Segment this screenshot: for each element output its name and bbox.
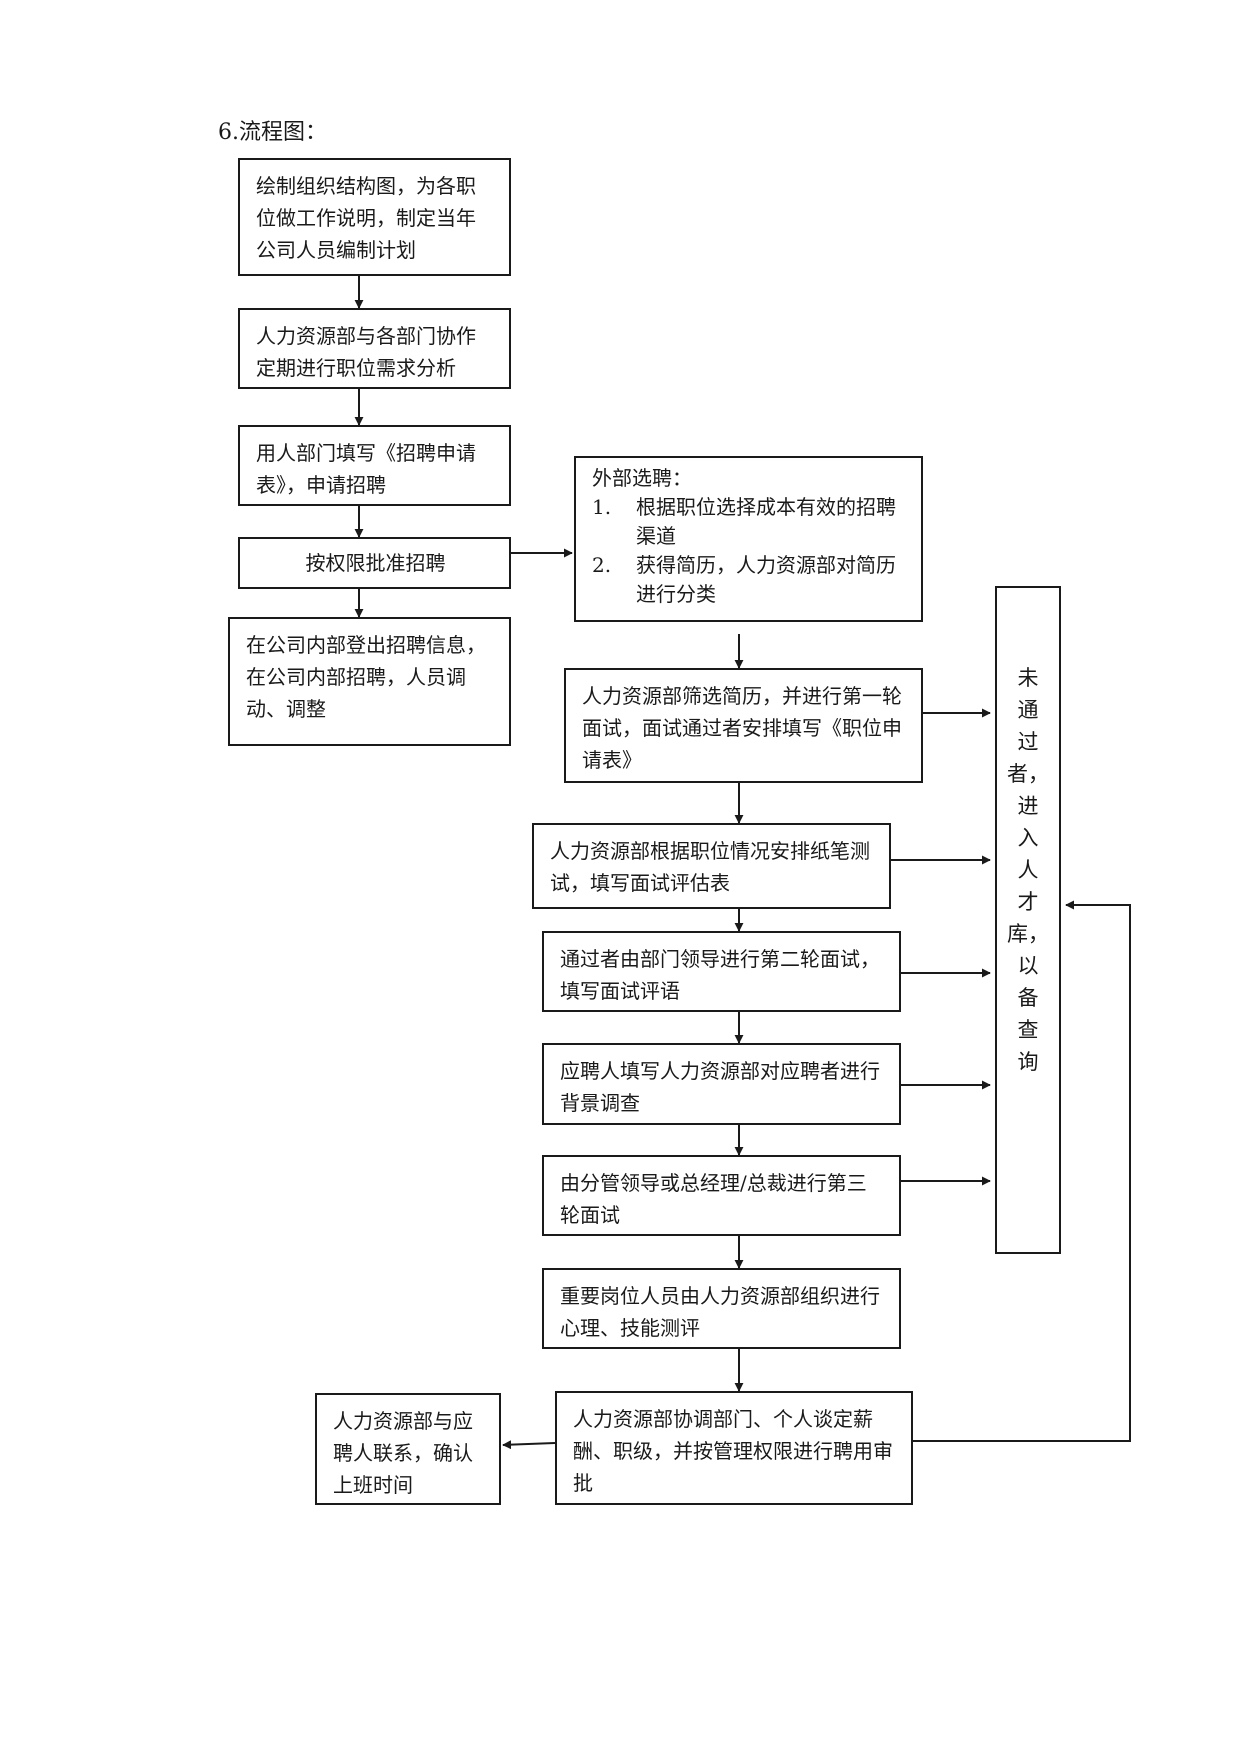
step-internal-recruit-text: 在公司内部登出招聘信息，在公司内部招聘，人员调动、调整	[246, 633, 486, 721]
talent-pool-box: 未 通 过 者， 进 入 人 才 库， 以 备 查 询	[995, 586, 1061, 1254]
talent-pool-char: 才	[1017, 890, 1039, 914]
step-third-interview-text: 由分管领导或总经理/总裁进行第三轮面试	[560, 1171, 867, 1227]
talent-pool-char: 者，	[1007, 762, 1049, 786]
step-confirm-start: 人力资源部与应聘人联系，确认上班时间	[315, 1393, 501, 1505]
external-item-1-num: 1.	[592, 495, 612, 519]
step-third-interview: 由分管领导或总经理/总裁进行第三轮面试	[542, 1155, 901, 1236]
external-item-2: 2. 获得简历，人力资源部对简历进行分类	[592, 551, 907, 609]
talent-pool-char: 询	[1017, 1050, 1039, 1074]
step-salary-approval-text: 人力资源部协调部门、个人谈定薪酬、职级，并按管理权限进行聘用审批	[573, 1407, 893, 1495]
step-internal-recruit: 在公司内部登出招聘信息，在公司内部招聘，人员调动、调整	[228, 617, 511, 746]
talent-pool-char: 库，	[1007, 922, 1049, 946]
arrow-r7-pool-loop	[913, 900, 1131, 1442]
step-org-chart: 绘制组织结构图，为各职位做工作说明，制定当年公司人员编制计划	[238, 158, 511, 276]
arrow-r7-r8	[502, 1440, 556, 1450]
step-first-interview-text: 人力资源部筛选简历，并进行第一轮面试，面试通过者安排填写《职位申请表》	[582, 684, 902, 772]
external-title: 外部选聘：	[592, 466, 692, 490]
step-written-test: 人力资源部根据职位情况安排纸笔测试，填写面试评估表	[532, 823, 891, 909]
step-first-interview: 人力资源部筛选简历，并进行第一轮面试，面试通过者安排填写《职位申请表》	[564, 668, 923, 783]
step-written-test-text: 人力资源部根据职位情况安排纸笔测试，填写面试评估表	[550, 839, 870, 895]
step-background-check: 应聘人填写人力资源部对应聘者进行背景调查	[542, 1043, 901, 1125]
talent-pool-char: 备	[1017, 986, 1039, 1010]
step-second-interview-text: 通过者由部门领导进行第二轮面试，填写面试评语	[560, 947, 880, 1003]
step-salary-approval: 人力资源部协调部门、个人谈定薪酬、职级，并按管理权限进行聘用审批	[555, 1391, 913, 1505]
talent-pool-char: 查	[1017, 1018, 1039, 1042]
step-background-check-text: 应聘人填写人力资源部对应聘者进行背景调查	[560, 1059, 880, 1115]
page-title: 6.流程图：	[218, 120, 327, 145]
step-psych-test-text: 重要岗位人员由人力资源部组织进行心理、技能测评	[560, 1284, 880, 1340]
step-recruit-request: 用人部门填写《招聘申请表》，申请招聘	[238, 425, 511, 506]
step-org-chart-text: 绘制组织结构图，为各职位做工作说明，制定当年公司人员编制计划	[256, 174, 476, 262]
talent-pool-char: 入	[1017, 826, 1039, 850]
talent-pool-char: 通	[1017, 698, 1039, 722]
step-recruit-request-text: 用人部门填写《招聘申请表》，申请招聘	[256, 441, 476, 497]
step-demand-analysis: 人力资源部与各部门协作定期进行职位需求分析	[238, 308, 511, 389]
talent-pool-char: 进	[1017, 794, 1039, 818]
talent-pool-char: 以	[1017, 954, 1039, 978]
external-item-1-text: 根据职位选择成本有效的招聘渠道	[636, 495, 896, 548]
talent-pool-char: 人	[1017, 858, 1039, 882]
step-psych-test: 重要岗位人员由人力资源部组织进行心理、技能测评	[542, 1268, 901, 1349]
step-second-interview: 通过者由部门领导进行第二轮面试，填写面试评语	[542, 931, 901, 1012]
step-external-recruit: 外部选聘： 1. 根据职位选择成本有效的招聘渠道 2. 获得简历，人力资源部对简…	[574, 456, 923, 622]
step-confirm-start-text: 人力资源部与应聘人联系，确认上班时间	[333, 1409, 473, 1497]
talent-pool-char: 未	[1017, 666, 1039, 690]
external-item-2-num: 2.	[592, 553, 612, 577]
talent-pool-char: 过	[1017, 730, 1039, 754]
step-approve-text: 按权限批准招聘	[305, 551, 446, 575]
step-approve: 按权限批准招聘	[238, 537, 511, 589]
external-item-1: 1. 根据职位选择成本有效的招聘渠道	[592, 493, 907, 551]
step-demand-analysis-text: 人力资源部与各部门协作定期进行职位需求分析	[256, 324, 476, 380]
external-item-2-text: 获得简历，人力资源部对简历进行分类	[636, 553, 896, 606]
